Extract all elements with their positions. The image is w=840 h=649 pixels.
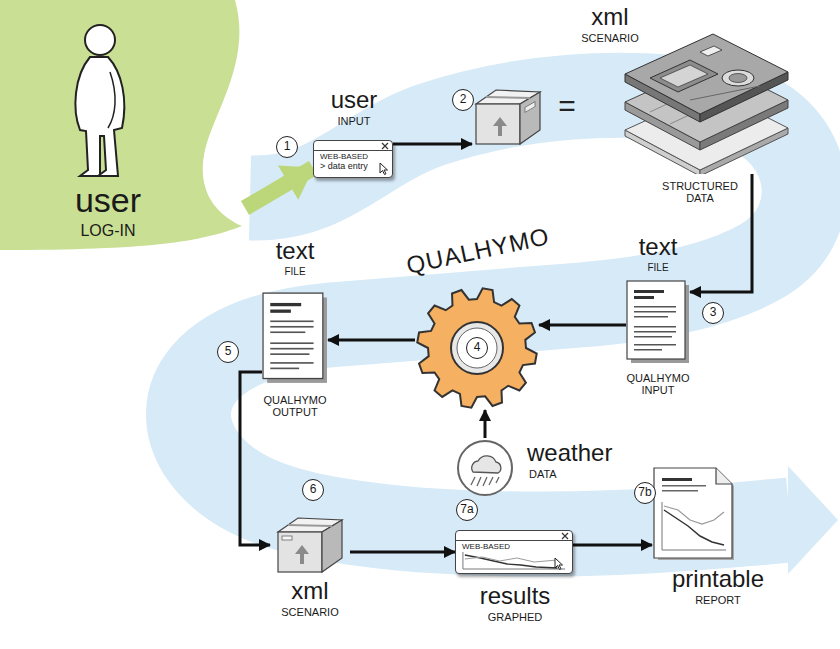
entry-arrow xyxy=(245,168,313,208)
node-text: STRUCTURED DATA xyxy=(660,180,740,204)
node-text: xml xyxy=(591,4,628,30)
results-window: WEB-BASEDresultsGRAPHED xyxy=(455,530,573,574)
node-text: INPUT xyxy=(338,115,371,127)
flow-arrow xyxy=(539,324,626,327)
node-text: user xyxy=(75,182,141,219)
node-text: QUALHYMO xyxy=(404,223,552,279)
xml-box-icon xyxy=(270,510,350,576)
node-text: GRAPHED xyxy=(488,611,542,623)
report-icon xyxy=(652,466,734,560)
callout-number: 1 xyxy=(276,136,298,158)
xml-box: xmlSCENARIO xyxy=(270,510,350,576)
callout-number: 5 xyxy=(217,341,239,363)
callout-number: 3 xyxy=(702,302,724,324)
callout-number: 2 xyxy=(452,89,474,111)
node-text: QUALHYMO INPUT xyxy=(618,372,698,396)
node-text: FILE xyxy=(647,262,668,273)
callout-number: 7a xyxy=(456,499,478,521)
node-text: text xyxy=(639,234,678,260)
flow-arrow xyxy=(328,339,415,342)
node-text: > data entry xyxy=(320,161,368,171)
window-content: WEB-BASED> data entry xyxy=(314,141,392,175)
input-window: WEB-BASED> data entryuserINPUT xyxy=(313,140,393,178)
text-file-icon xyxy=(262,292,328,384)
node-text: xml xyxy=(291,578,328,604)
structured-data-illustration xyxy=(620,29,790,174)
node-text: results xyxy=(480,583,551,609)
xml-box-icon xyxy=(472,82,544,148)
node-text: FILE xyxy=(284,266,305,277)
node-text: SCENARIO xyxy=(581,32,638,44)
report-document: printableREPORT xyxy=(652,466,734,560)
cursor-icon xyxy=(379,162,389,175)
node-text: weather xyxy=(527,440,612,466)
node-text: REPORT xyxy=(695,594,741,606)
node-text: text xyxy=(276,238,315,264)
structured-data: STRUCTURED DATA xyxy=(620,29,790,174)
close-icon xyxy=(561,532,569,540)
flow-arrow xyxy=(484,410,487,438)
graph-icon xyxy=(461,552,567,570)
gear-icon xyxy=(415,286,539,410)
node-text: LOG-IN xyxy=(80,222,135,240)
text-file: textFILEQUALHYMO INPUT xyxy=(626,280,690,364)
node-text: SCENARIO xyxy=(281,606,338,618)
flow-arrow xyxy=(573,544,652,547)
xml-box: xmlSCENARIO xyxy=(472,82,544,148)
weather-data: weatherDATA xyxy=(455,438,515,498)
node-text: user xyxy=(331,87,378,113)
node-text: printable xyxy=(672,566,764,592)
callout-number: 7b xyxy=(634,482,656,504)
flow-arrow xyxy=(393,143,472,146)
window-content: WEB-BASED xyxy=(456,531,572,554)
qualhymo-gear: QUALHYMO xyxy=(415,286,539,410)
callout-number: 6 xyxy=(302,479,324,501)
login-area: userLOG-IN xyxy=(0,0,245,250)
text-file: textFILEQUALHYMO OUTPUT xyxy=(262,292,328,384)
node-text: WEB-BASED xyxy=(320,152,368,161)
equals-sign: = xyxy=(558,91,576,121)
node-text: WEB-BASED xyxy=(462,542,510,551)
close-icon xyxy=(381,142,389,150)
node-text: QUALHYMO OUTPUT xyxy=(250,394,340,418)
text-file-icon xyxy=(626,280,690,364)
node-text: DATA xyxy=(529,468,557,480)
flow-arrow xyxy=(350,551,455,554)
cursor-icon xyxy=(554,557,564,570)
weather-icon xyxy=(455,438,515,498)
